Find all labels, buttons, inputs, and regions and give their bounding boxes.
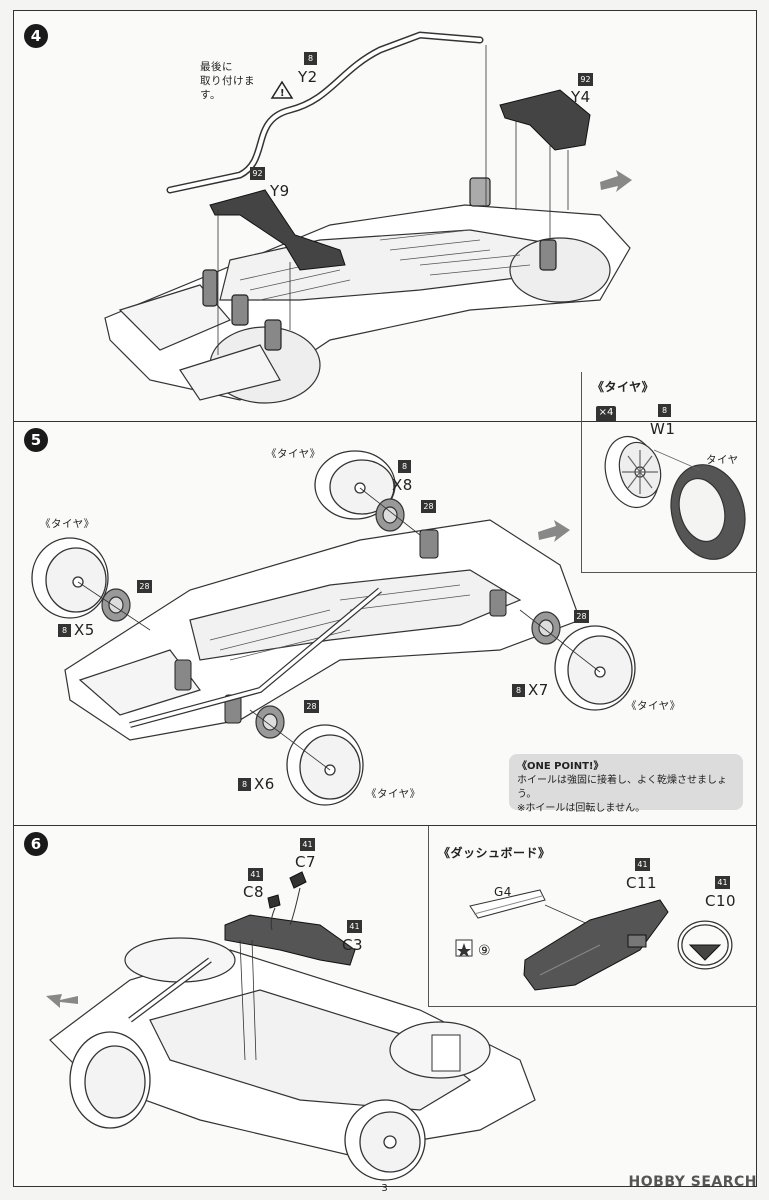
watermark-logo: HOBBY SEARCH — [628, 1174, 757, 1190]
hub-badge-x7: 28 — [574, 610, 589, 623]
g4-paint-number: ⑨ — [478, 943, 492, 959]
tire-label-bottom: 《タイヤ》 — [366, 788, 421, 800]
hub-badge-x6: 28 — [304, 700, 319, 713]
w1-label: W1 — [650, 420, 676, 438]
x6-label: X6 — [254, 775, 275, 793]
x8-label: X8 — [392, 476, 413, 494]
tire-label-top: 《タイヤ》 — [266, 448, 321, 460]
c3-label: C3 — [342, 936, 364, 954]
c10-label: C10 — [705, 892, 737, 910]
step-6-marker: 6 — [24, 832, 48, 856]
one-point-box: 《ONE POINT!》 ホイールは強固に接着し、よく乾燥させましょう。 ※ホイ… — [509, 754, 743, 814]
c7-label: C7 — [295, 853, 317, 871]
c11-badge: 41 — [635, 858, 650, 871]
step-4-note: 最後に 取り付けます。 — [200, 61, 255, 101]
x5-badge: 8 — [58, 624, 71, 637]
x7-label: X7 — [528, 681, 549, 699]
g4-label: G4 — [494, 885, 512, 899]
c10-badge: 41 — [715, 876, 730, 889]
tire-subbox — [581, 372, 757, 573]
c7-badge: 41 — [300, 838, 315, 851]
dashboard-title: 《ダッシュボード》 — [438, 846, 551, 860]
y9-label: Y9 — [270, 182, 290, 200]
w1-badge: 8 — [658, 404, 671, 417]
c8-label: C8 — [243, 883, 265, 901]
y4-label: Y4 — [571, 88, 591, 106]
page-number: 3 — [381, 1183, 388, 1194]
x7-badge: 8 — [512, 684, 525, 697]
step-4-marker: 4 — [24, 24, 48, 48]
svg-text:!: ! — [280, 88, 285, 99]
y2-badge: 8 — [304, 52, 317, 65]
hub-badge-x8: 28 — [421, 500, 436, 513]
dashboard-subbox — [428, 826, 757, 1007]
x6-badge: 8 — [238, 778, 251, 791]
x5-label: X5 — [74, 621, 95, 639]
c3-badge: 41 — [347, 920, 362, 933]
y9-badge: 92 — [250, 167, 265, 180]
x8-badge: 8 — [398, 460, 411, 473]
hub-badge-x5: 28 — [137, 580, 152, 593]
c11-label: C11 — [626, 874, 658, 892]
one-point-line1: ホイールは強固に接着し、よく乾燥させましょう。 — [517, 775, 727, 800]
multiplier-badge: ×4 — [596, 406, 616, 422]
tire-box-title: 《タイヤ》 — [592, 380, 655, 394]
y4-badge: 92 — [578, 73, 593, 86]
tire-label: タイヤ — [706, 454, 739, 466]
c8-badge: 41 — [248, 868, 263, 881]
y2-label: Y2 — [298, 68, 318, 86]
step-5-marker: 5 — [24, 428, 48, 452]
tire-label-right: 《タイヤ》 — [626, 700, 681, 712]
one-point-line2: ※ホイールは回転しません。 — [517, 803, 646, 814]
tire-label-left: 《タイヤ》 — [40, 518, 95, 530]
one-point-title: 《ONE POINT!》 — [517, 761, 604, 772]
